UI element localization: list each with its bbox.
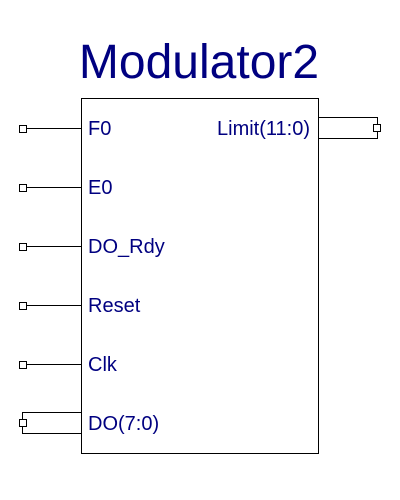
pin-label: Reset: [88, 295, 141, 317]
input-pin-e0: E0: [19, 177, 112, 199]
pin-label: Clk: [88, 354, 118, 376]
pin-label: DO(7:0): [88, 413, 159, 435]
pin-terminal: [373, 124, 381, 132]
input-pin-f0: F0: [19, 118, 111, 140]
pin-terminal: [19, 243, 27, 251]
pin-terminal: [19, 184, 27, 192]
pin-terminal: [19, 419, 27, 427]
pin-label: F0: [88, 118, 111, 140]
input-bus-do: DO(7:0): [19, 412, 159, 435]
input-pin-reset: Reset: [19, 295, 141, 317]
pin-terminal: [19, 302, 27, 310]
input-pin-clk: Clk: [19, 354, 118, 376]
pin-label: DO_Rdy: [88, 236, 165, 258]
pin-terminal: [19, 125, 27, 133]
bus-wire: [318, 117, 378, 139]
pin-label: E0: [88, 177, 112, 199]
bus-wire: [22, 412, 82, 434]
pin-label: Limit(11:0): [217, 118, 310, 140]
output-bus-limit: Limit(11:0): [217, 117, 381, 140]
input-pin-do-rdy: DO_Rdy: [19, 236, 165, 258]
symbol-title: Modulator2: [79, 36, 319, 89]
pin-terminal: [19, 361, 27, 369]
component-body: [81, 98, 319, 454]
